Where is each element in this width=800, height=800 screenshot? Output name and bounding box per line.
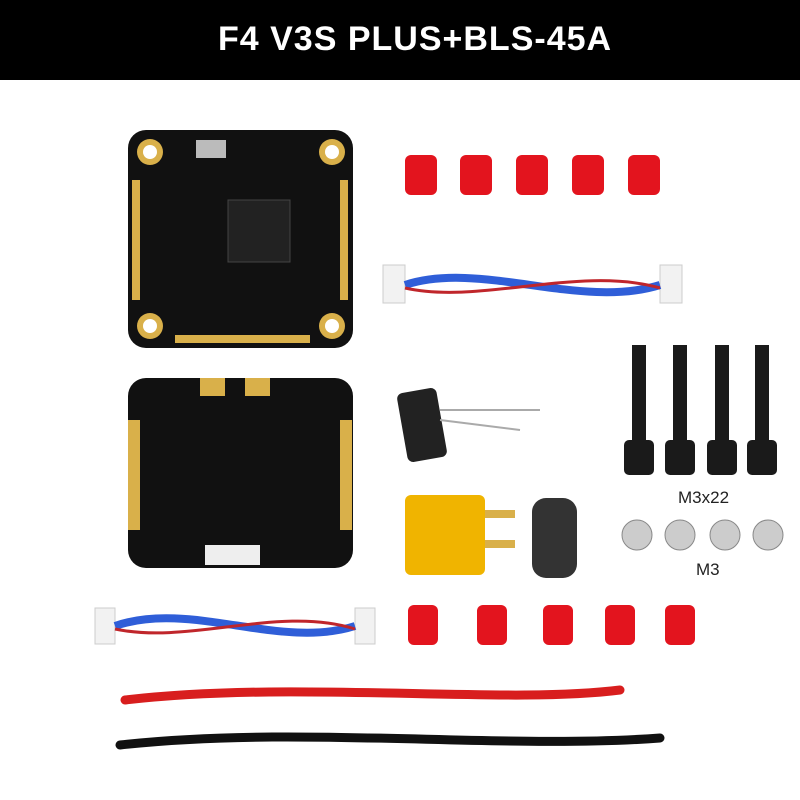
rubber-grommets-top [405,155,660,195]
red-power-wire [120,685,625,705]
connector-cable-1 [382,264,683,304]
black-power-wire [115,732,665,750]
screws [624,345,777,475]
product-title: F4 V3S PLUS+BLS-45A [218,20,613,58]
esc-board [128,378,353,568]
capacitor [397,388,540,462]
product-photo [94,130,784,750]
xt60-connector [405,495,577,578]
flight-controller-board [128,130,353,348]
title-banner: F4 V3S PLUS+BLS-45A [0,0,800,80]
nuts [621,519,784,551]
screw-size-label: M3x22 [678,488,730,507]
nut-size-label: M3 [696,560,720,579]
rubber-grommets-bottom [408,605,695,645]
connector-cable-2 [94,607,376,645]
